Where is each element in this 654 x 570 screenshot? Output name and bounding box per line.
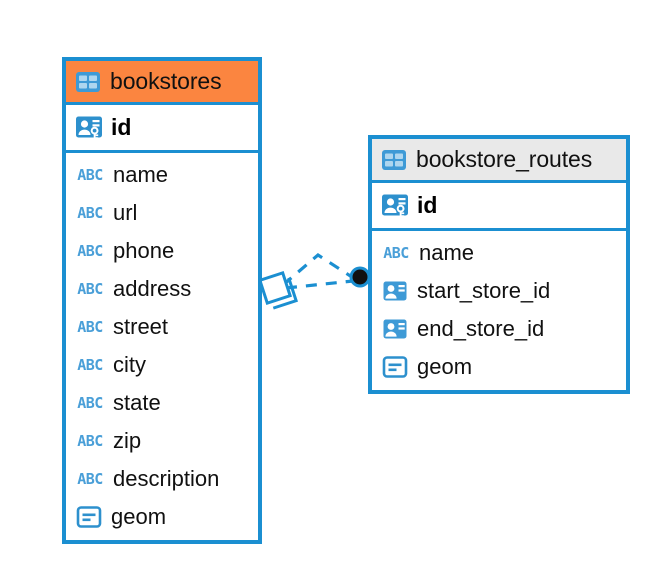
entity-title: bookstore_routes [416, 146, 593, 172]
foreign-key-icon [382, 279, 408, 303]
abc-text-icon: ABC [77, 469, 103, 488]
field-row-description[interactable]: ABC description [66, 460, 258, 498]
field-row-name[interactable]: ABC name [66, 156, 258, 194]
entity-header-bookstores[interactable]: bookstores [66, 61, 258, 105]
entity-bookstores[interactable]: bookstores id ABC [62, 57, 262, 544]
field-label: start_store_id [417, 278, 551, 303]
field-list-bookstore-routes: ABC name start_store_id [372, 231, 626, 390]
relationship-diamond-marker[interactable] [257, 270, 293, 306]
field-row-end-store-id[interactable]: end_store_id [372, 310, 626, 348]
abc-text-icon: ABC [77, 431, 103, 450]
relationship-line-2[interactable] [285, 279, 354, 290]
abc-text-icon: ABC [77, 241, 103, 260]
table-icon [75, 71, 101, 93]
entity-header-bookstore-routes[interactable]: bookstore_routes [372, 139, 626, 183]
entity-title: bookstores [110, 68, 222, 94]
field-list-bookstores: ABC name ABC url ABC phone ABC address A… [66, 153, 258, 540]
foreign-key-icon [382, 317, 408, 341]
abc-text-icon: ABC [383, 243, 409, 262]
field-label: street [113, 314, 169, 339]
field-label: end_store_id [417, 316, 545, 341]
field-label: id [417, 192, 438, 218]
field-label: city [113, 352, 146, 377]
abc-text-icon: ABC [77, 355, 103, 374]
field-row-state[interactable]: ABC state [66, 384, 258, 422]
field-row-url[interactable]: ABC url [66, 194, 258, 232]
field-label: phone [113, 238, 175, 263]
field-row-city[interactable]: ABC city [66, 346, 258, 384]
field-label: address [113, 276, 192, 301]
primary-key-icon [381, 193, 409, 219]
abc-text-icon: ABC [77, 393, 103, 412]
field-label: state [113, 390, 161, 415]
abc-text-icon: ABC [77, 203, 103, 222]
field-row-start-store-id[interactable]: start_store_id [372, 272, 626, 310]
field-row-phone[interactable]: ABC phone [66, 232, 258, 270]
field-label: name [419, 240, 475, 265]
field-row-name[interactable]: ABC name [372, 234, 626, 272]
field-label: description [113, 466, 220, 491]
field-row-primary-key[interactable]: id [66, 105, 258, 153]
relationship-diamond-marker-shadow [272, 277, 299, 310]
field-row-address[interactable]: ABC address [66, 270, 258, 308]
table-icon [381, 149, 407, 171]
geometry-icon [382, 355, 408, 379]
field-label: id [111, 114, 132, 140]
field-label: zip [113, 428, 142, 453]
field-row-street[interactable]: ABC street [66, 308, 258, 346]
field-label: url [113, 200, 138, 225]
abc-text-icon: ABC [77, 317, 103, 336]
field-row-geom[interactable]: geom [372, 348, 626, 386]
primary-key-icon [75, 115, 103, 141]
relationship-circle-marker[interactable] [352, 269, 368, 285]
relationship-line-1[interactable] [281, 253, 356, 287]
abc-text-icon: ABC [77, 279, 103, 298]
field-row-geom[interactable]: geom [66, 498, 258, 536]
entity-bookstore-routes[interactable]: bookstore_routes id ABC [368, 135, 630, 394]
field-label: geom [417, 354, 473, 379]
field-row-zip[interactable]: ABC zip [66, 422, 258, 460]
geometry-icon [76, 505, 102, 529]
field-label: name [113, 162, 169, 187]
field-row-primary-key[interactable]: id [372, 183, 626, 231]
field-label: geom [111, 504, 167, 529]
abc-text-icon: ABC [77, 165, 103, 184]
